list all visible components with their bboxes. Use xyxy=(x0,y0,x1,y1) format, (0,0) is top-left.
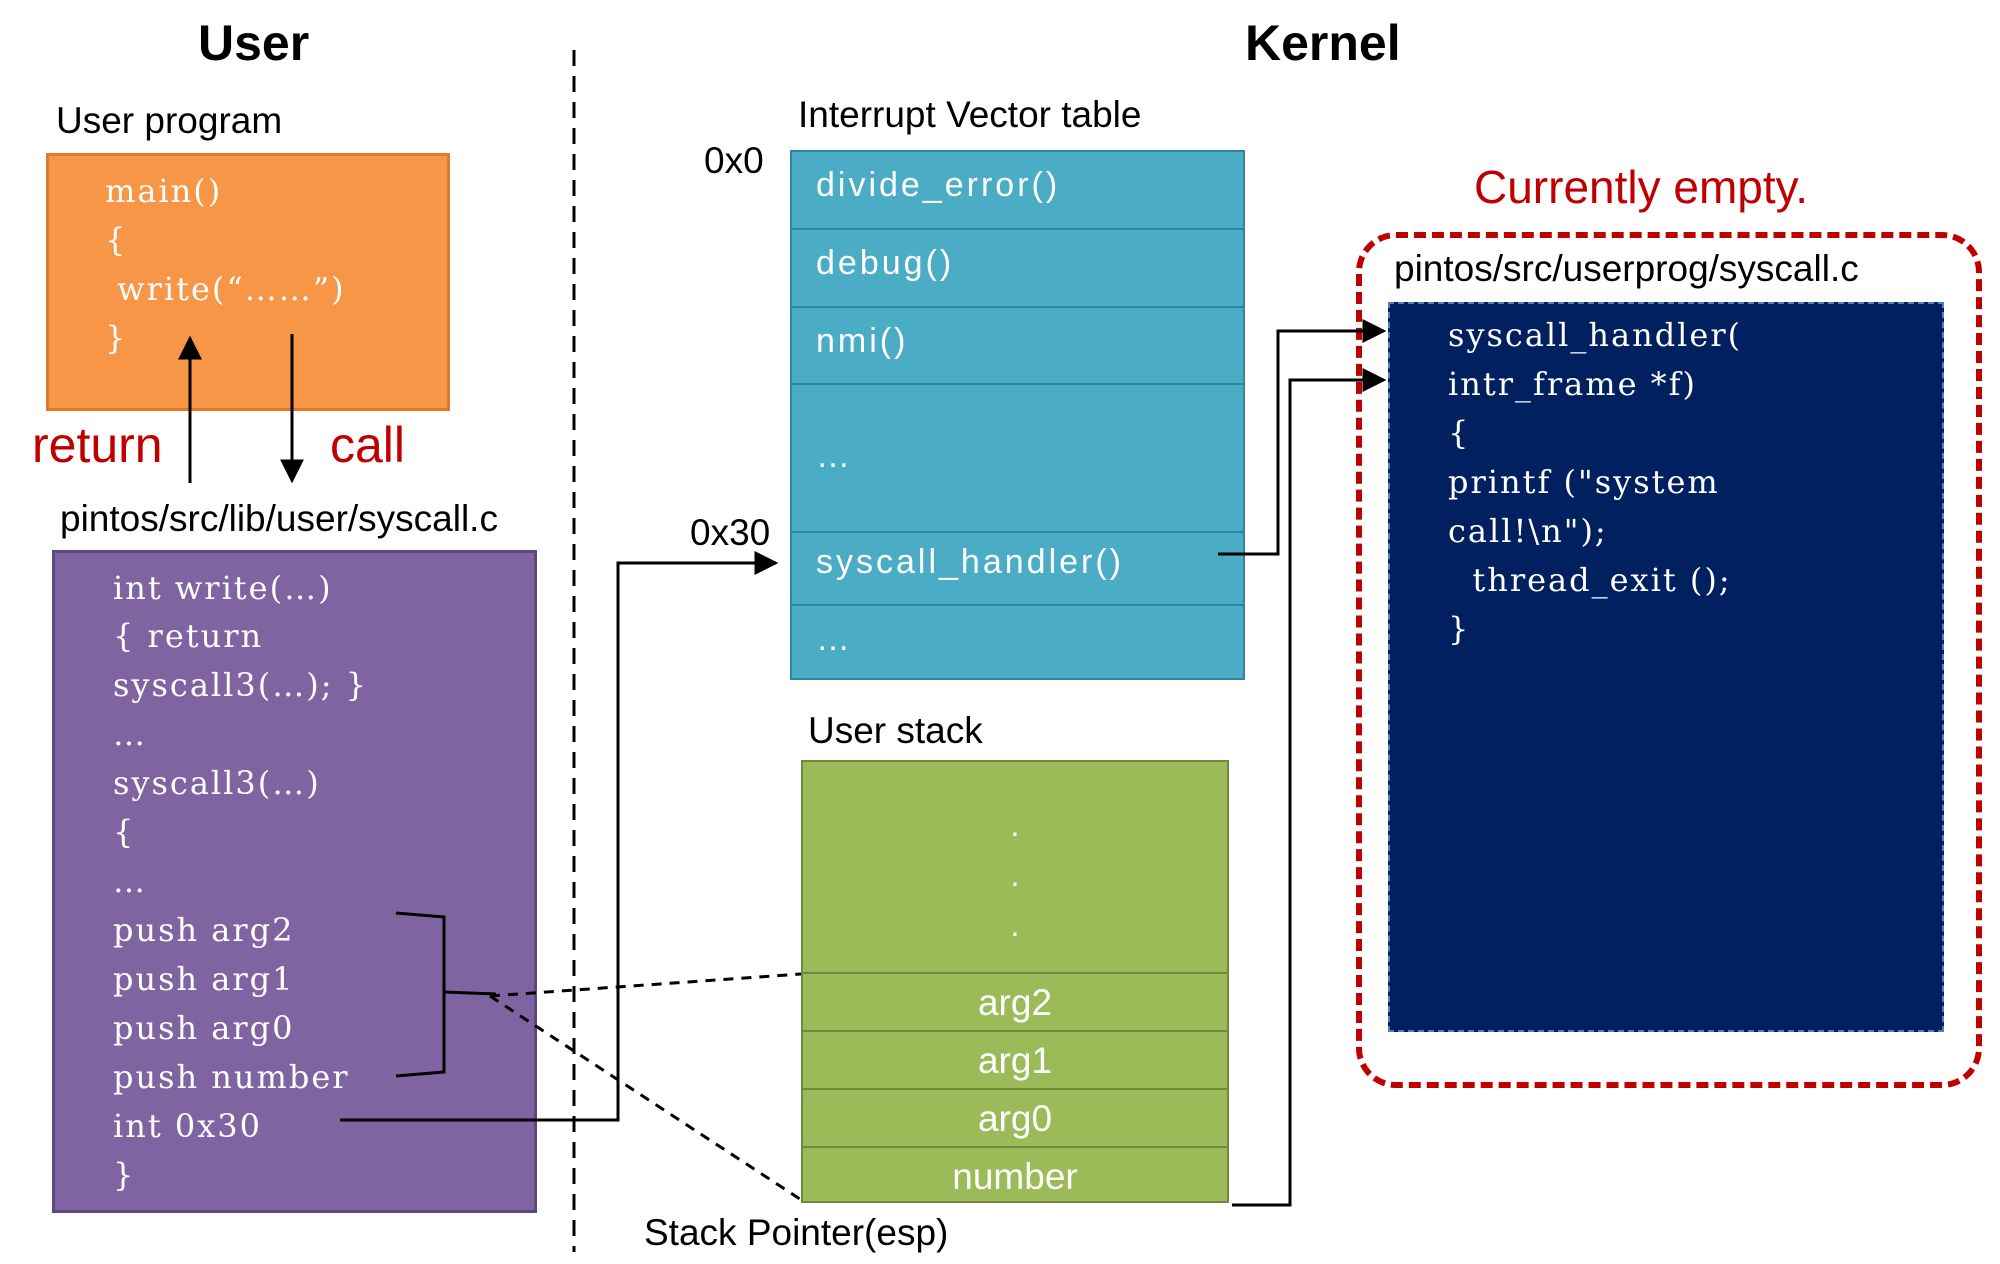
kernel-code-line: printf ("system xyxy=(1448,463,1720,501)
stack-slot-number: number xyxy=(803,1146,1227,1203)
lib-code-line: } xyxy=(113,1156,136,1194)
currently-empty-note: Currently empty. xyxy=(1474,161,1809,213)
kernel-syscall-box: syscall_handler( intr_frame *f) { printf… xyxy=(1388,302,1944,1032)
user-program-box: main() { write(“……”) } xyxy=(46,153,450,411)
lib-syscall-label: pintos/src/lib/user/syscall.c xyxy=(60,498,498,539)
call-label: call xyxy=(330,417,406,473)
kernel-code-line: syscall_handler( xyxy=(1448,316,1743,354)
lib-code-line: { return xyxy=(113,617,264,655)
kernel-heading: Kernel xyxy=(1245,15,1401,71)
int-0x30-arrow xyxy=(340,551,779,1122)
stack-pointer-label: Stack Pointer(esp) xyxy=(644,1212,949,1253)
dashed-to-stack-pointer xyxy=(489,994,807,1205)
user-code-line: write(“……”) xyxy=(105,270,346,308)
lib-code-line: push number xyxy=(113,1058,350,1096)
user-program-label: User program xyxy=(56,100,283,141)
lib-syscall-box: int write(…) { return syscall3(…); } … s… xyxy=(52,550,537,1213)
stack-slot-arg0: arg0 xyxy=(803,1088,1227,1146)
lib-code-line: … xyxy=(113,862,147,900)
ivt-row: nmi() xyxy=(792,308,1243,385)
empty-region-dashed-border xyxy=(1356,232,1982,1088)
ivt-addr-0x30: 0x30 xyxy=(690,512,771,553)
lib-code-line: int write(…) xyxy=(113,569,333,607)
ivt-label: Interrupt Vector table xyxy=(798,94,1142,135)
ivt-entry: … xyxy=(816,437,853,475)
kernel-code-line: thread_exit (); xyxy=(1448,561,1732,599)
ivt-row: … xyxy=(792,606,1243,678)
stack-dot: . xyxy=(1010,857,1020,893)
lib-code-line: int 0x30 xyxy=(113,1107,262,1145)
lib-code-line: … xyxy=(113,715,147,753)
lib-code-line: { xyxy=(113,813,136,851)
user-heading: User xyxy=(198,15,310,71)
dashed-to-stack-top xyxy=(489,972,802,998)
kernel-code-line: { xyxy=(1448,414,1471,452)
ivt-row-syscall-handler: syscall_handler() xyxy=(792,533,1243,606)
ivt-to-handler-arrow xyxy=(1218,319,1387,556)
kernel-code-line: } xyxy=(1448,610,1471,648)
ivt-entry: debug() xyxy=(816,244,955,282)
ivt-entry: syscall_handler() xyxy=(816,543,1124,581)
kernel-code-line: intr_frame *f) xyxy=(1448,365,1697,403)
ivt-row: debug() xyxy=(792,230,1243,308)
lib-code-line: syscall3(…); } xyxy=(113,666,369,704)
kernel-code-line: call!\n"); xyxy=(1448,512,1608,550)
user-code-line: main() xyxy=(105,172,223,210)
return-label: return xyxy=(32,417,163,473)
stack-to-handler-arrow xyxy=(1232,368,1387,1207)
ivt-addr-0x0: 0x0 xyxy=(704,140,764,181)
stack-dot: . xyxy=(1010,907,1020,943)
stack-dot: . xyxy=(1010,807,1020,843)
kernel-syscall-label: pintos/src/userprog/syscall.c xyxy=(1394,248,1859,289)
user-stack-label: User stack xyxy=(808,710,983,751)
user-code-line: } xyxy=(105,319,128,357)
lib-code-line: syscall3(…) xyxy=(113,764,321,802)
ivt-row: … xyxy=(792,385,1243,533)
user-stack: . . . arg2 arg1 arg0 number xyxy=(801,760,1229,1203)
push-bracket xyxy=(395,911,446,1078)
ivt-row: divide_error() xyxy=(792,152,1243,230)
user-code-line: { xyxy=(105,221,128,259)
lib-code-line: push arg0 xyxy=(113,1009,295,1047)
lib-code-line: push arg2 xyxy=(113,911,295,949)
bracket-tip xyxy=(443,990,497,996)
ivt-entry: divide_error() xyxy=(816,166,1061,204)
ivt-entry: nmi() xyxy=(816,322,909,360)
stack-slot-arg2: arg2 xyxy=(803,972,1227,1030)
interrupt-vector-table: divide_error() debug() nmi() … syscall_h… xyxy=(790,150,1245,680)
stack-slot-arg1: arg1 xyxy=(803,1030,1227,1088)
lib-code-line: push arg1 xyxy=(113,960,295,998)
ivt-entry: … xyxy=(816,620,853,658)
